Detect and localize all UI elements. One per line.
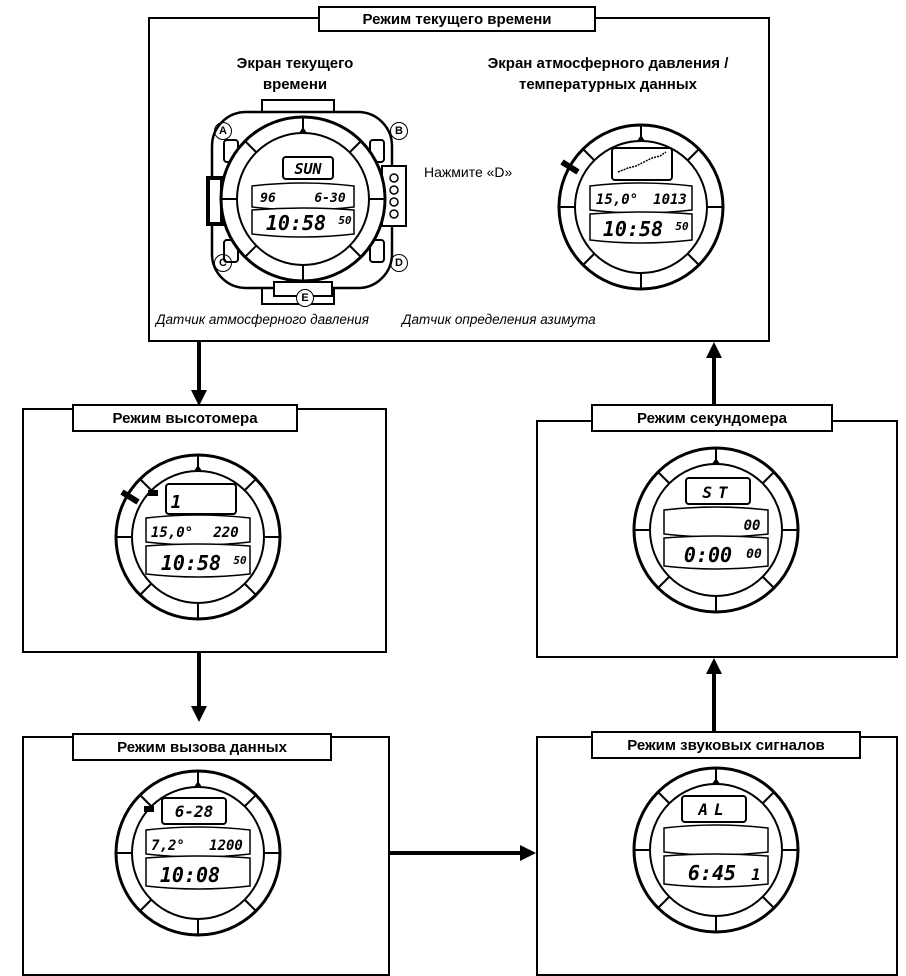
altimeter-seconds: 50 (233, 554, 247, 567)
press-d-label: Нажмите «D» (424, 164, 513, 180)
stopwatch-time: 0:00 (684, 543, 732, 567)
stopwatch-mode-title: Режим секундомера (591, 404, 833, 432)
current-time-screen-heading: Экран текущего времени (236, 55, 354, 93)
arrow-altimeter-to-recall (191, 653, 207, 722)
watch1-day: SUN (294, 160, 322, 178)
recall-altitude: 1200 (209, 838, 243, 854)
alarm-label: AL (697, 800, 729, 819)
pressure-sensor-caption: Датчик атмосферного давления (156, 312, 369, 327)
button-a-label: A (214, 122, 232, 140)
alarm-number: 1 (751, 865, 761, 884)
altimeter-altitude: 220 (212, 525, 238, 541)
recall-time: 10:08 (160, 863, 220, 887)
azimuth-sensor-caption: Датчик определения азимута (402, 312, 596, 327)
watch1-year: 96 (260, 191, 276, 206)
alarm-mode-title: Режим звуковых сигналов (591, 731, 861, 759)
current-time-mode-title: Режим текущего времени (318, 6, 596, 32)
pressure-temp-screen-heading: Экран атмосферного давления / температур… (487, 55, 729, 93)
arrow-recall-to-alarm (390, 845, 536, 861)
altimeter-mode-title: Режим высотомера (72, 404, 298, 432)
stopwatch-label: ST (702, 483, 733, 502)
watch1-seconds: 50 (338, 214, 352, 227)
watch2-seconds: 50 (675, 220, 689, 233)
altimeter-temperature: 15,0° (151, 525, 193, 541)
watch2-pressure: 1013 (653, 192, 687, 208)
recall-mode-title: Режим вызова данных (72, 733, 332, 761)
arrow-alarm-to-stopwatch (706, 658, 722, 736)
watch1-date: 6-30 (314, 191, 345, 206)
button-c-label: C (214, 254, 232, 272)
watch2-time: 10:58 (603, 217, 663, 241)
alarm-time: 6:45 (688, 861, 736, 885)
stopwatch-laps: 00 (744, 518, 761, 534)
button-b-label: B (390, 122, 408, 140)
stopwatch-hundredths: 00 (746, 547, 762, 562)
watch2-temperature: 15,0° (596, 192, 638, 208)
watch1-time: 10:58 (266, 211, 326, 235)
button-e-label: E (296, 289, 314, 307)
button-d-label: D (390, 254, 408, 272)
arrow-stopwatch-to-time (706, 342, 722, 408)
arrow-time-to-altimeter (191, 342, 207, 406)
recall-date: 6-28 (175, 802, 214, 821)
recall-temperature: 7,2° (151, 838, 185, 854)
altimeter-time: 10:58 (161, 551, 221, 575)
altimeter-memory-number: 1 (171, 492, 182, 513)
